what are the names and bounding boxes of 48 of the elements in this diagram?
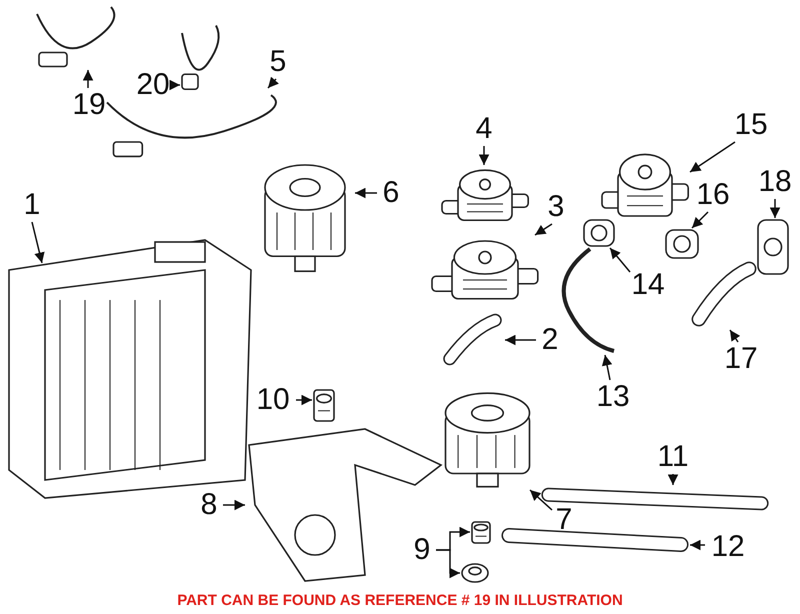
callout-number: 9 xyxy=(408,533,436,567)
callout-number: 7 xyxy=(550,503,578,537)
leader-arrow xyxy=(690,141,736,173)
gasket-drawing xyxy=(582,218,616,248)
callout-number: 5 xyxy=(264,45,292,79)
callout-number: 12 xyxy=(705,530,751,564)
callout-number: 10 xyxy=(250,383,296,417)
leader-arrow xyxy=(534,223,552,236)
connector-drawing xyxy=(470,520,492,545)
leader-arrow xyxy=(436,549,460,578)
callout-number: 6 xyxy=(377,176,405,210)
leader-arrow xyxy=(296,394,312,406)
leader-arrow xyxy=(668,474,678,485)
leader-arrow xyxy=(505,334,536,346)
callout-number: 14 xyxy=(625,268,671,302)
callout-number: 18 xyxy=(752,165,798,199)
callout-number: 8 xyxy=(195,488,223,522)
leader-arrow xyxy=(31,222,45,264)
callout-number: 3 xyxy=(542,190,570,224)
leader-arrow xyxy=(530,489,552,511)
callout-number: 15 xyxy=(728,108,774,142)
callout-number: 1 xyxy=(18,188,46,222)
bracket-drawing xyxy=(245,425,445,585)
callout-number: 13 xyxy=(590,380,636,414)
grommet-drawing xyxy=(460,562,490,584)
callout-number: 16 xyxy=(690,178,736,212)
leader-arrow xyxy=(267,76,279,88)
gasket-drawing xyxy=(756,218,790,276)
gasket-drawing xyxy=(664,228,700,260)
leader-arrow xyxy=(770,199,780,218)
leader-arrow xyxy=(355,188,377,198)
callout-number: 19 xyxy=(66,88,112,122)
callout-number: 17 xyxy=(718,342,764,376)
callout-number: 4 xyxy=(470,112,498,146)
callout-number: 11 xyxy=(650,440,696,474)
callout-number: 2 xyxy=(536,323,564,357)
leader-arrow xyxy=(82,70,94,88)
leader-arrow xyxy=(691,211,709,229)
leader-arrow xyxy=(602,354,612,380)
leader-arrow xyxy=(690,540,705,550)
connector-drawing xyxy=(312,388,336,423)
leader-arrow xyxy=(478,146,490,165)
leader-arrow xyxy=(223,500,245,510)
caption: PART CAN BE FOUND AS REFERENCE # 19 IN ILLUSTRATION xyxy=(176,592,624,609)
callout-number: 20 xyxy=(130,68,176,102)
leader-arrow xyxy=(729,330,740,342)
leader-arrow xyxy=(170,80,180,90)
leader-arrow xyxy=(609,248,631,272)
